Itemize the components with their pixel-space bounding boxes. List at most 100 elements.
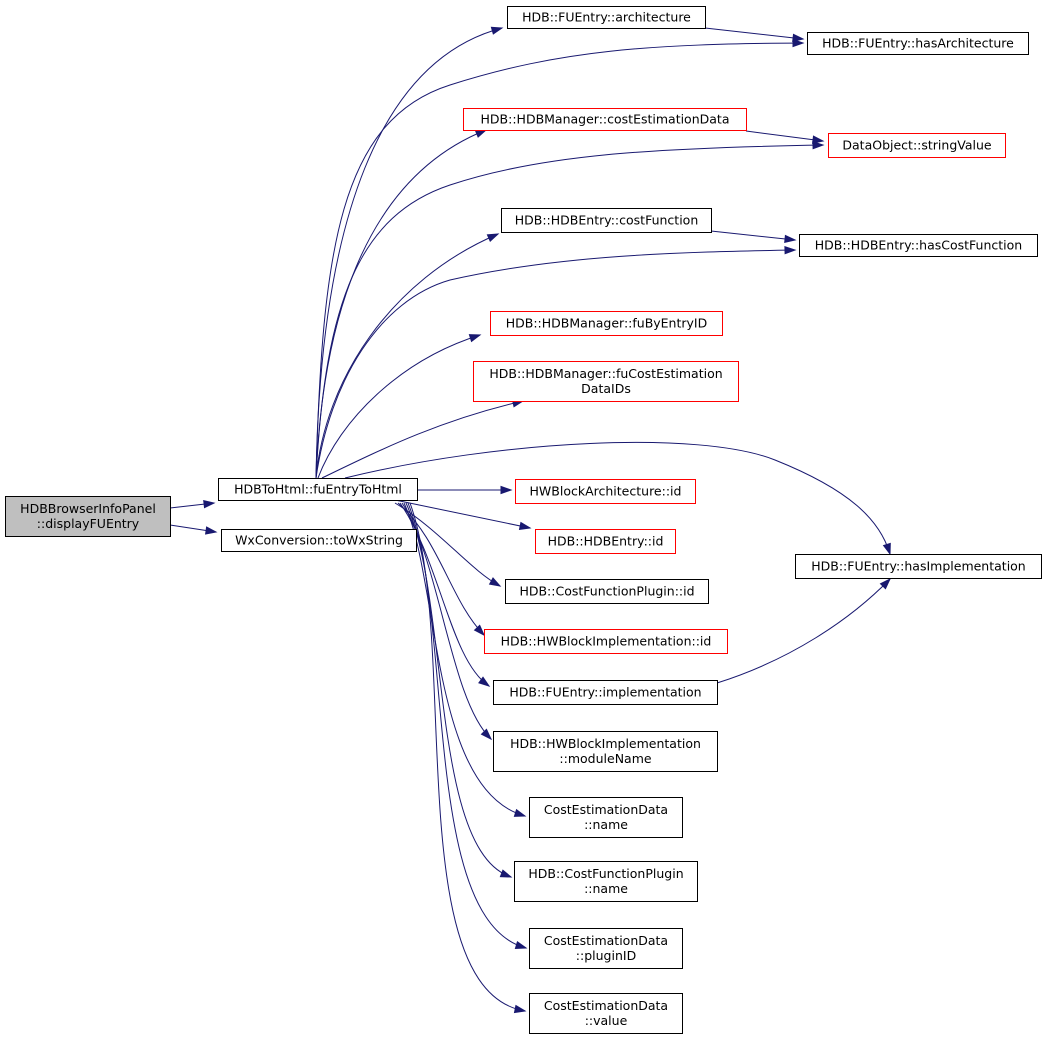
node-box	[514, 861, 698, 902]
node-hw-block-impl-id[interactable]: HDB::HWBlockImplementation::id	[484, 629, 728, 654]
arrowhead	[513, 808, 527, 817]
node-cost-function-plugin-id[interactable]: HDB::CostFunctionPlugin::id	[505, 579, 709, 604]
edge-fu-entry-to-html-to-ced-plugin-id	[407, 502, 528, 950]
node-has-implementation[interactable]: HDB::FUEntry::hasImplementation	[795, 554, 1042, 579]
arrowhead	[518, 521, 532, 530]
node-box	[473, 361, 739, 402]
node-label: HDB::HDBEntry::costFunction	[515, 213, 699, 228]
node-root: HDBBrowserInfoPanel::displayFUEntry	[5, 496, 171, 537]
edge-fu-entry-to-html-to-cost-function	[315, 233, 500, 479]
edge-cost-estimation-data-to-string-value	[745, 130, 825, 144]
node-label: HDB::HDBEntry::id	[548, 534, 664, 549]
node-label: HDB::FUEntry::hasImplementation	[811, 559, 1025, 574]
edge-fu-entry-to-html-to-hw-block-impl-id	[397, 502, 486, 637]
node-label: WxConversion::toWxString	[235, 533, 403, 548]
arrowhead	[499, 869, 513, 878]
node-label: HDBToHtml::fuEntryToHtml	[234, 482, 402, 497]
edge-implementation-to-has-implementation	[716, 577, 892, 684]
node-box	[501, 208, 712, 233]
node-box	[484, 629, 728, 654]
node-label: HDB::HDBManager::fuCostEstimation	[489, 366, 722, 381]
arrowhead	[812, 141, 825, 150]
edge-fu-entry-to-html-to-string-value	[315, 141, 825, 479]
node-fu-entry-to-html[interactable]: HDBToHtml::fuEntryToHtml	[218, 478, 418, 501]
edge-fu-entry-to-html-to-cost-estimation-data	[315, 129, 488, 479]
node-box	[807, 32, 1029, 55]
edge-fu-entry-to-html-to-fu-by-entry-id	[317, 334, 482, 479]
nodes-layer: HDBBrowserInfoPanel::displayFUEntry HDBTo…	[5, 6, 1042, 1034]
arrowhead	[480, 728, 493, 741]
edge-fu-entry-to-html-to-architecture	[315, 26, 504, 479]
node-box	[529, 993, 683, 1034]
node-box	[507, 6, 706, 29]
node-ced-plugin-id[interactable]: CostEstimationData::pluginID	[529, 928, 683, 969]
edge-fu-entry-to-html-to-hw-block-arch-id	[417, 485, 513, 495]
edge-architecture-to-has-architecture	[704, 27, 805, 43]
node-box	[515, 479, 696, 504]
node-label: CostEstimationData	[544, 802, 668, 817]
node-label: ::name	[584, 881, 628, 896]
node-string-value[interactable]: DataObject::stringValue	[828, 133, 1006, 158]
arrowhead	[514, 940, 528, 950]
node-label: HDBBrowserInfoPanel	[20, 501, 156, 516]
arrowhead	[490, 26, 504, 35]
node-cfp-name[interactable]: HDB::CostFunctionPlugin::name	[514, 861, 698, 902]
node-box	[493, 731, 718, 772]
node-label: ::name	[584, 817, 628, 832]
edge-fu-entry-to-html-to-hdb-entry-id	[394, 499, 532, 530]
edge-fu-entry-to-html-to-implementation	[399, 502, 491, 687]
node-label: HDB::FUEntry::implementation	[509, 685, 701, 700]
node-box	[493, 680, 718, 705]
node-label: CostEstimationData	[544, 933, 668, 948]
node-ced-value[interactable]: CostEstimationData::value	[529, 993, 683, 1034]
node-box	[795, 554, 1042, 579]
arrowhead	[478, 676, 491, 687]
arrowhead	[205, 526, 218, 535]
node-ced-name[interactable]: CostEstimationData::name	[529, 797, 683, 838]
arrowhead	[203, 500, 216, 509]
arrowhead	[468, 334, 482, 343]
arrowhead	[474, 129, 488, 138]
node-implementation[interactable]: HDB::FUEntry::implementation	[493, 680, 718, 705]
edge-fu-entry-to-html-to-has-architecture	[315, 38, 805, 479]
node-cost-function[interactable]: HDB::HDBEntry::costFunction	[501, 208, 712, 233]
node-label: HDB::HDBManager::costEstimationData	[481, 112, 730, 127]
edge-fu-entry-to-html-to-has-cost-function	[315, 246, 797, 479]
node-label: HDB::FUEntry::architecture	[522, 10, 691, 25]
node-architecture[interactable]: HDB::FUEntry::architecture	[507, 6, 706, 29]
node-label: HDB::FUEntry::hasArchitecture	[822, 36, 1014, 51]
node-box	[505, 579, 709, 604]
node-box	[221, 529, 417, 552]
node-box	[218, 478, 418, 501]
node-cost-estimation-data[interactable]: HDB::HDBManager::costEstimationData	[463, 108, 747, 131]
edges-layer	[169, 26, 892, 1014]
edge-fu-entry-to-html-to-has-implementation	[344, 441, 891, 556]
node-box	[828, 133, 1006, 158]
node-module-name[interactable]: HDB::HWBlockImplementation::moduleName	[493, 731, 718, 772]
edge-fu-entry-to-html-to-fu-cost-estimation-data-ids	[321, 399, 525, 479]
node-label: HDB::HWBlockImplementation	[510, 736, 701, 751]
edge-fu-entry-to-html-to-ced-value	[409, 502, 527, 1014]
node-has-cost-function[interactable]: HDB::HDBEntry::hasCostFunction	[799, 234, 1038, 257]
node-box	[5, 496, 171, 537]
node-label: HDB::CostFunctionPlugin	[528, 866, 683, 881]
node-label: HDB::HWBlockImplementation::id	[501, 634, 712, 649]
edge-root-to-fu-entry-to-html	[169, 500, 216, 509]
node-fu-by-entry-id[interactable]: HDB::HDBManager::fuByEntryID	[490, 311, 723, 336]
arrowhead	[500, 485, 513, 495]
node-label: ::moduleName	[559, 751, 651, 766]
arrowhead	[486, 233, 500, 243]
node-label: CostEstimationData	[544, 998, 668, 1013]
node-hw-block-arch-id[interactable]: HWBlockArchitecture::id	[515, 479, 696, 504]
node-has-architecture[interactable]: HDB::FUEntry::hasArchitecture	[807, 32, 1029, 55]
arrowhead	[488, 577, 502, 587]
arrowhead	[792, 38, 805, 48]
node-hdb-entry-id[interactable]: HDB::HDBEntry::id	[535, 529, 676, 554]
node-box	[490, 311, 723, 336]
node-to-wx-string[interactable]: WxConversion::toWxString	[221, 529, 417, 552]
node-label: HDB::CostFunctionPlugin::id	[519, 584, 694, 599]
node-label: HDB::HDBEntry::hasCostFunction	[815, 238, 1022, 253]
edge-cost-function-to-has-cost-function	[710, 230, 797, 244]
node-box	[529, 797, 683, 838]
